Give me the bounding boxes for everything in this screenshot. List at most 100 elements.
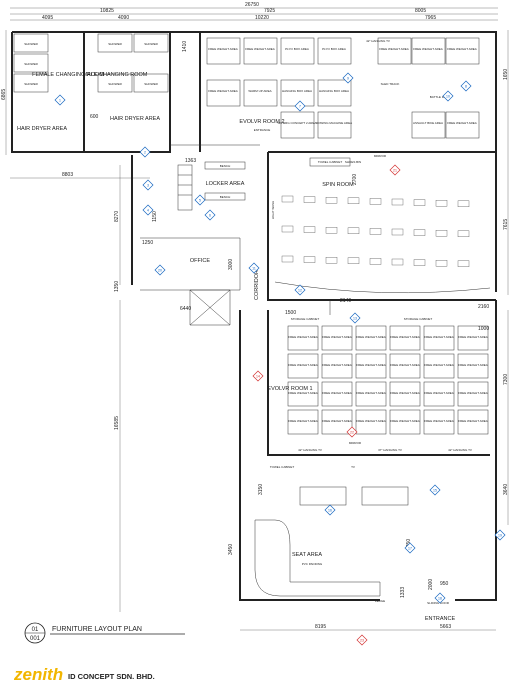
svg-text:SHOES BIN: SHOES BIN xyxy=(345,160,361,164)
zone-box xyxy=(280,37,315,65)
section-marker xyxy=(356,634,368,646)
spin-bikes xyxy=(274,195,491,294)
svg-text:42" HANGING TV: 42" HANGING TV xyxy=(298,448,322,452)
dim-b: 4090 xyxy=(118,15,129,21)
zone-label: FREE WEIGHT AREA xyxy=(288,335,318,339)
marker-number: 10 xyxy=(446,94,450,98)
zone-label: HANGING BOX AREA xyxy=(282,89,312,93)
zone-box xyxy=(206,79,241,107)
section-marker xyxy=(442,90,454,102)
zone-label: WARM UP AREA xyxy=(248,89,271,93)
zone-label: FREE WEIGHT AREA xyxy=(356,363,386,367)
svg-text:1000: 1000 xyxy=(478,326,489,332)
marker-number: 18 xyxy=(438,596,442,600)
marker-number: 13 xyxy=(353,316,357,320)
top-dimensions: 26750 10825 7925 8005 4095 4090 10220 79… xyxy=(10,2,498,21)
marker-number: 14 xyxy=(256,374,260,378)
zone-label: FREE WEIGHT AREA xyxy=(245,47,275,51)
zone-label: SKI ERG CONCEPT 2 AREA xyxy=(278,121,317,125)
svg-text:950: 950 xyxy=(440,581,449,587)
svg-text:1650: 1650 xyxy=(503,69,509,80)
section-marker xyxy=(204,209,216,221)
spin-bike xyxy=(369,228,382,235)
dim-right-3: 3640 xyxy=(503,484,509,495)
marker-number: 4 xyxy=(147,208,149,212)
spin-bike xyxy=(281,225,294,233)
svg-text:MIRROR: MIRROR xyxy=(349,441,362,445)
marker-number: 2 xyxy=(144,150,146,154)
dim-left-1: 6865 xyxy=(1,89,7,100)
svg-text:1500: 1500 xyxy=(285,310,296,316)
dim-top-right: 8005 xyxy=(415,8,426,14)
zone-box xyxy=(389,381,421,407)
right-dimensions: 1650 7615 7300 3640 xyxy=(503,30,509,525)
zone-label: PLYO BOX AREA xyxy=(322,47,346,51)
zone-box xyxy=(457,381,489,407)
section-marker xyxy=(429,484,441,496)
marker-number: 16 xyxy=(328,508,332,512)
spin-bike xyxy=(413,229,426,236)
zone-box xyxy=(287,353,319,379)
zone-label: FREE WEIGHT AREA xyxy=(424,363,454,367)
spin-bike xyxy=(325,226,338,234)
svg-text:LEDGE: LEDGE xyxy=(375,599,385,603)
section-marker xyxy=(324,504,336,516)
svg-text:BATTLE ROPE: BATTLE ROPE xyxy=(430,95,450,99)
section-marker xyxy=(142,204,154,216)
zone-box xyxy=(317,79,352,107)
svg-text:SLED TRACK: SLED TRACK xyxy=(381,82,400,86)
corridor-label: CORRIDOR xyxy=(254,270,260,300)
zone-label: FREE WEIGHT AREA xyxy=(458,391,488,395)
zone-label: FREE WEIGHT AREA xyxy=(458,419,488,423)
spin-bike xyxy=(391,198,404,206)
svg-text:1363: 1363 xyxy=(185,158,196,164)
shower-stalls: SHOWER SHOWER SHOWER SHOWER SHOWER SHOWE… xyxy=(13,33,169,93)
zone-label: FREE WEIGHT AREA xyxy=(356,335,386,339)
evolvr2-label: EVOLVR ROOM 2 xyxy=(239,119,284,125)
svg-text:ENTRANCE: ENTRANCE xyxy=(254,128,271,132)
zone-label: FREE WEIGHT AREA xyxy=(447,47,477,51)
dim-office-h: 3000 xyxy=(228,259,234,270)
svg-text:SHOWER: SHOWER xyxy=(144,82,158,86)
dim-office-w: 6440 xyxy=(180,306,191,312)
zone-box xyxy=(355,381,387,407)
dim-top-mid: 7925 xyxy=(264,8,275,14)
entrance-bottom-label: ENTRANCE xyxy=(425,616,456,622)
zone-label: FREE WEIGHT AREA xyxy=(356,419,386,423)
marker-number: 22 xyxy=(350,430,354,434)
section-marker xyxy=(494,529,506,541)
hair-dryer-2: HAIR DRYER AREA xyxy=(110,116,160,122)
dim-bot-b: 5663 xyxy=(440,624,451,630)
spin-bike xyxy=(369,198,382,205)
svg-text:3150: 3150 xyxy=(258,484,264,495)
svg-text:2000: 2000 xyxy=(428,579,434,590)
svg-text:PVC PADDING: PVC PADDING xyxy=(302,562,323,566)
spin-bike xyxy=(347,257,360,264)
zone-label: FREE WEIGHT AREA xyxy=(322,419,352,423)
zone-label: FREE WEIGHT AREA xyxy=(356,391,386,395)
zone-box xyxy=(445,37,480,65)
marker-number: 8 xyxy=(465,84,467,88)
marker-number: 23 xyxy=(360,638,364,642)
zone-label: FREE WEIGHT AREA xyxy=(458,335,488,339)
svg-text:TOWEL CABINET: TOWEL CABINET xyxy=(318,160,343,164)
locker-area-label: LOCKER AREA xyxy=(206,181,245,187)
plan-title: FURNITURE LAYOUT PLAN xyxy=(52,626,142,633)
marker-number: 3 xyxy=(147,183,149,187)
svg-text:42" HANGING TV: 42" HANGING TV xyxy=(366,39,390,43)
zone-box xyxy=(321,353,353,379)
svg-text:1150: 1150 xyxy=(152,211,158,222)
zone-box xyxy=(287,409,319,435)
walls xyxy=(11,31,497,601)
bottom-dimensions: 8195 5663 xyxy=(240,624,496,631)
spin-bike xyxy=(391,228,404,236)
zone-label: FREE WEIGHT AREA xyxy=(322,335,352,339)
hair-dryer-1: HAIR DRYER AREA xyxy=(17,126,67,132)
section-marker xyxy=(389,164,401,176)
zone-label: FREE WEIGHT AREA xyxy=(390,363,420,367)
section-marker xyxy=(139,146,151,158)
zone-label: ROWING MACHINE AREA xyxy=(316,121,352,125)
svg-text:SLIDING DOOR: SLIDING DOOR xyxy=(427,601,450,605)
company-logo: zenith ID CONCEPT SDN. BHD. xyxy=(13,665,155,684)
zone-box xyxy=(243,37,278,65)
